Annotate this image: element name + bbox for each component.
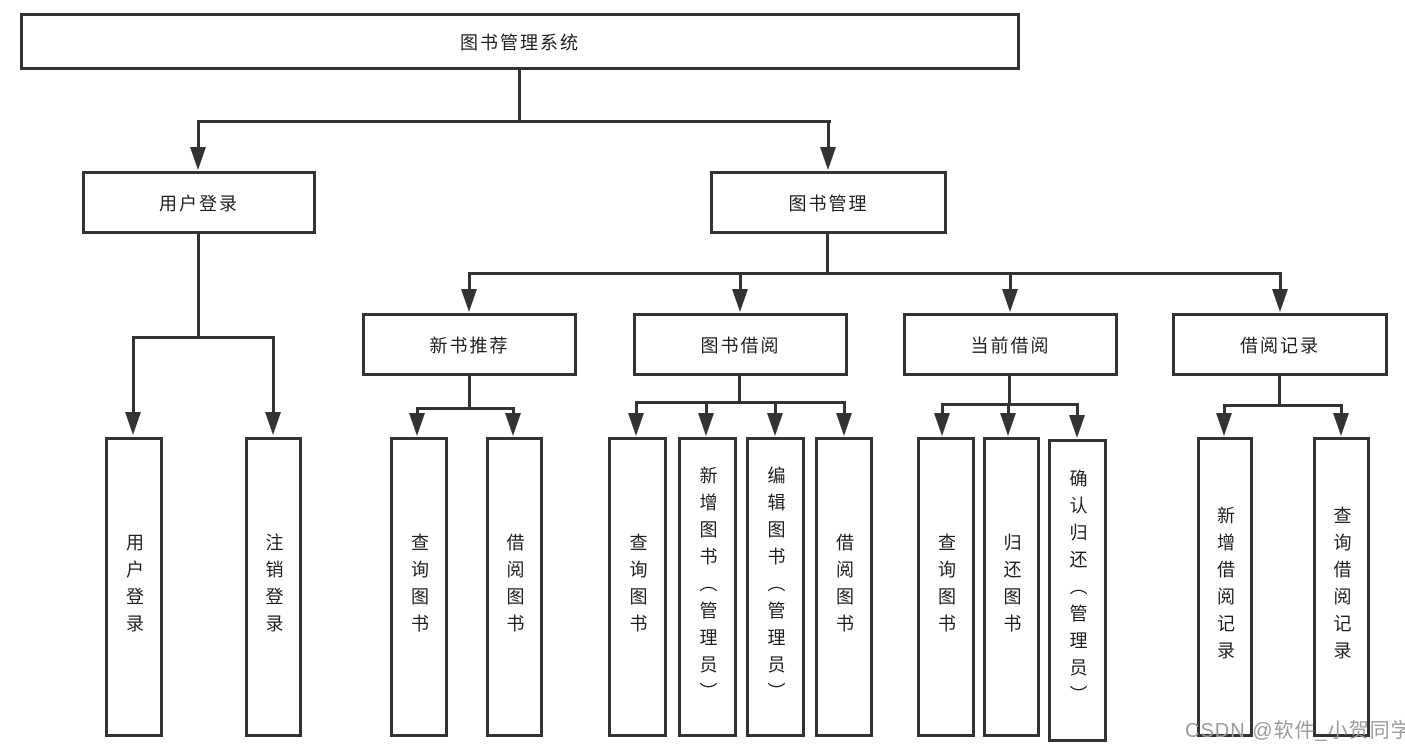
leaf-cb-return-books: 归还图书 xyxy=(983,437,1040,737)
connector-drop-cb-confirm xyxy=(1076,403,1079,415)
leaf-user-login: 用户登录 xyxy=(105,437,163,737)
connector-current-bar xyxy=(942,403,1079,406)
leaf-bb-add-books-admin: 新增图书（管理员） xyxy=(678,437,737,737)
leaf-bb-borrow-books: 借阅图书 xyxy=(815,437,873,737)
arrow-cb-confirm-icon xyxy=(1069,415,1085,438)
arrow-cb-return-icon xyxy=(1000,413,1016,436)
connector-drop-bb-query xyxy=(635,401,638,415)
leaf-br-add-record: 新增借阅记录 xyxy=(1197,437,1253,737)
leaf-br-query-record: 查询借阅记录 xyxy=(1313,437,1370,737)
connector-drop-bb-borrow xyxy=(843,401,846,415)
node-borrow-records: 借阅记录 xyxy=(1172,313,1388,376)
node-book-mgmt: 图书管理 xyxy=(710,171,947,234)
arrow-login-icon xyxy=(125,412,141,435)
connector-drop-user-login xyxy=(197,120,200,149)
arrow-bb-borrow-icon xyxy=(836,413,852,436)
connector-drop-cb-query xyxy=(941,403,944,415)
leaf-bb-query-books: 查询图书 xyxy=(608,437,667,737)
connector-user-login-stem xyxy=(197,234,200,336)
connector-records-bar xyxy=(1224,404,1343,407)
node-book-borrow: 图书借阅 xyxy=(633,313,848,376)
connector-drop-br-query xyxy=(1340,404,1343,415)
arrow-book-mgmt-icon xyxy=(820,147,836,170)
arrow-user-login-icon xyxy=(190,147,206,170)
connector-book-borrow-stem xyxy=(738,376,741,401)
connector-drop-records xyxy=(1279,272,1282,291)
connector-root-bar xyxy=(198,120,831,123)
arrow-nb-borrow-icon xyxy=(505,413,521,436)
connector-drop-cb-return xyxy=(1007,403,1010,415)
connector-new-book-stem xyxy=(468,376,471,407)
arrow-new-book-icon xyxy=(461,289,477,312)
node-user-login: 用户登录 xyxy=(82,171,316,234)
node-new-book-rec: 新书推荐 xyxy=(362,313,577,376)
connector-book-mgmt-stem xyxy=(826,234,829,272)
arrow-records-icon xyxy=(1272,289,1288,312)
connector-records-stem xyxy=(1278,376,1281,404)
arrow-nb-query-icon xyxy=(409,413,425,436)
connector-book-mgmt-bar xyxy=(469,272,1282,275)
arrow-bb-add-icon xyxy=(698,413,714,436)
connector-drop-login xyxy=(132,336,135,414)
connector-drop-borrow xyxy=(739,272,742,291)
csdn-watermark: CSDN @软件_小贺同学 xyxy=(1185,720,1405,742)
leaf-nb-query-books: 查询图书 xyxy=(390,437,448,737)
arrow-logout-icon xyxy=(265,412,281,435)
connector-new-book-bar xyxy=(417,407,515,410)
connector-drop-nb-borrow xyxy=(512,407,515,415)
leaf-nb-borrow-books: 借阅图书 xyxy=(486,437,543,737)
leaf-cb-query-books: 查询图书 xyxy=(917,437,975,737)
leaf-logout: 注销登录 xyxy=(245,437,302,737)
connector-drop-new-book xyxy=(468,272,471,291)
connector-drop-bb-edit xyxy=(774,401,777,415)
arrow-current-icon xyxy=(1002,289,1018,312)
connector-root-stem xyxy=(518,70,521,120)
node-current-borrow: 当前借阅 xyxy=(903,313,1118,376)
arrow-borrow-icon xyxy=(732,289,748,312)
arrow-bb-edit-icon xyxy=(767,413,783,436)
connector-drop-nb-query xyxy=(416,407,419,415)
arrow-cb-query-icon xyxy=(934,413,950,436)
connector-drop-bb-add xyxy=(705,401,708,415)
connector-drop-br-add xyxy=(1223,404,1226,415)
leaf-cb-confirm-return-admin: 确认归还（管理员） xyxy=(1048,439,1107,742)
connector-drop-logout xyxy=(272,336,275,414)
connector-user-login-bar xyxy=(133,336,275,339)
arrow-bb-query-icon xyxy=(628,413,644,436)
connector-drop-book-mgmt xyxy=(827,120,830,149)
leaf-bb-edit-books-admin: 编辑图书（管理员） xyxy=(746,437,805,737)
connector-drop-current xyxy=(1009,272,1012,291)
connector-book-borrow-bar xyxy=(636,401,846,404)
arrow-br-query-icon xyxy=(1333,413,1349,436)
node-root: 图书管理系统 xyxy=(20,13,1020,70)
arrow-br-add-icon xyxy=(1216,413,1232,436)
connector-current-stem xyxy=(1008,376,1011,403)
